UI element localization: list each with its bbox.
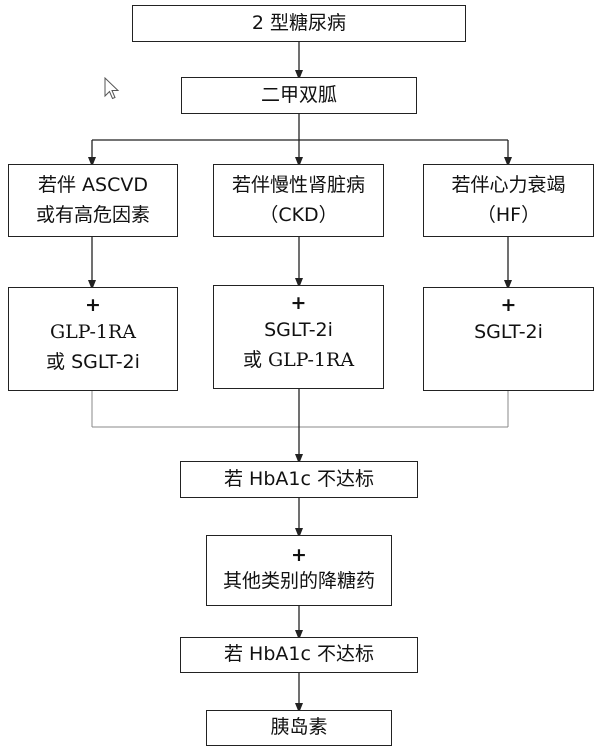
node-treat-hf: + SGLT-2i xyxy=(423,287,594,391)
node-branch-ckd: 若伴慢性肾脏病 （CKD） xyxy=(213,164,384,237)
node-branch-hf-line1: 若伴心力衰竭 xyxy=(451,174,566,197)
node-branch-ascvd-line1: 若伴 ASCVD xyxy=(38,174,148,197)
node-other-drugs: + 其他类别的降糖药 xyxy=(206,535,392,606)
node-treat-ckd-line1: SGLT-2i xyxy=(264,318,333,341)
node-hba1c-check-1: 若 HbA1c 不达标 xyxy=(180,461,418,498)
node-branch-ckd-line1: 若伴慢性肾脏病 xyxy=(231,174,365,197)
node-branch-ckd-line2: （CKD） xyxy=(259,203,338,226)
node-treat-ascvd: + GLP-1RA 或 SGLT-2i xyxy=(8,287,178,391)
node-type2-diabetes-label: 2 型糖尿病 xyxy=(251,11,347,34)
node-treat-ascvd-line2: 或 SGLT-2i xyxy=(46,351,140,374)
mouse-cursor-icon xyxy=(104,77,120,100)
node-type2-diabetes: 2 型糖尿病 xyxy=(132,5,466,42)
node-insulin: 胰岛素 xyxy=(206,710,392,746)
node-hba1c-check-2: 若 HbA1c 不达标 xyxy=(180,637,418,673)
node-branch-ascvd: 若伴 ASCVD 或有高危因素 xyxy=(8,164,178,237)
node-metformin: 二甲双胍 xyxy=(181,77,417,114)
node-hba1c-check-2-label: 若 HbA1c 不达标 xyxy=(224,643,374,666)
node-treat-ckd: + SGLT-2i 或 GLP-1RA xyxy=(213,285,384,389)
node-insulin-label: 胰岛素 xyxy=(270,716,328,739)
node-metformin-label: 二甲双胍 xyxy=(260,83,337,106)
node-treat-ascvd-line1: GLP-1RA xyxy=(49,320,137,343)
node-hba1c-check-1-label: 若 HbA1c 不达标 xyxy=(224,467,374,490)
node-treat-hf-line1: SGLT-2i xyxy=(474,320,543,343)
node-treat-ckd-line2: 或 GLP-1RA xyxy=(242,349,355,372)
plus-icon: + xyxy=(85,294,101,316)
node-other-drugs-line1: 其他类别的降糖药 xyxy=(222,570,375,593)
plus-icon: + xyxy=(290,292,307,314)
node-branch-hf-line2: （HF） xyxy=(476,203,541,226)
plus-icon: + xyxy=(500,294,517,316)
node-branch-hf: 若伴心力衰竭 （HF） xyxy=(423,164,594,237)
node-branch-ascvd-line2: 或有高危因素 xyxy=(35,203,150,226)
plus-icon: + xyxy=(291,544,307,567)
